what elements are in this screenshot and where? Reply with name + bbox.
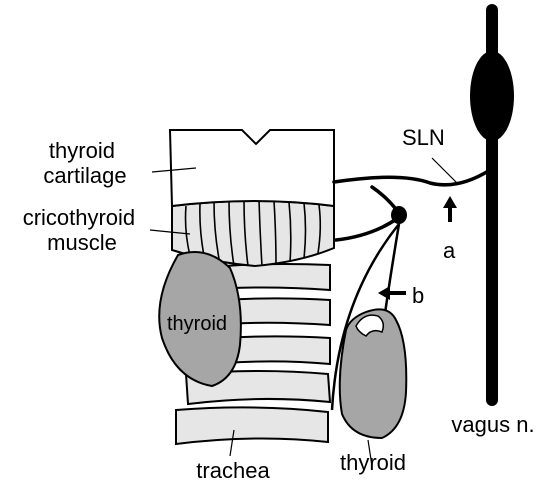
label-thyroid-cartilage: thyroid cartilage: [43, 138, 126, 188]
vagus-ganglion: [470, 51, 514, 141]
label-sln: SLN: [402, 125, 445, 150]
sln-nerve: [334, 170, 490, 185]
label-arrow-b: b: [412, 283, 424, 308]
tracheal-ring: [176, 407, 328, 444]
pointer-sln: [432, 158, 458, 184]
label-thyroid-right: thyroid: [340, 450, 406, 475]
thyroid-lobe-right: [340, 309, 407, 438]
label-cricothyroid-muscle: cricothyroid muscle: [23, 205, 142, 255]
label-thyroid-left: thyroid: [167, 313, 227, 335]
arrow-a: [443, 196, 457, 222]
arrow-b: [378, 286, 406, 300]
sln-branch-node: [391, 206, 407, 224]
label-arrow-a: a: [443, 238, 456, 263]
label-vagus: vagus n.: [451, 412, 534, 437]
label-trachea: trachea: [196, 458, 270, 483]
